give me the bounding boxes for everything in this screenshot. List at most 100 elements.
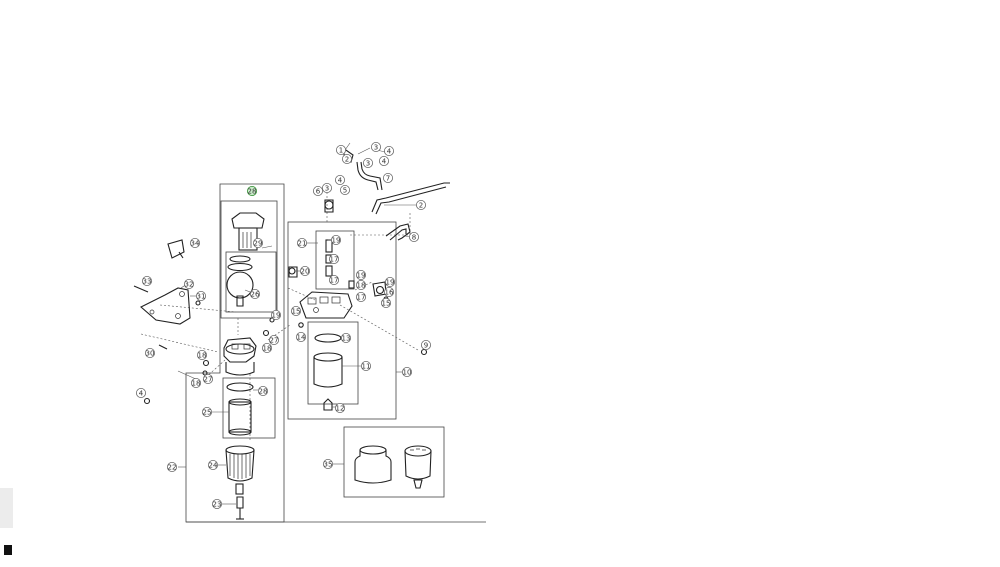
callout-circle	[296, 237, 307, 248]
filter-head-left	[223, 337, 257, 376]
callout-18: 18	[261, 342, 272, 353]
callout-number: 21	[298, 239, 307, 247]
callout-number: 32	[185, 280, 194, 288]
callout-33: 33	[141, 275, 152, 286]
water-bowl-24	[225, 445, 255, 495]
callout-23: 23	[211, 498, 222, 509]
callout-34: 34	[189, 237, 200, 248]
callout-21: 21	[296, 237, 307, 248]
callout-circle	[322, 458, 333, 469]
callout-17: 17	[328, 274, 339, 285]
callout-number: 10	[403, 368, 412, 376]
callout-circle	[383, 145, 394, 156]
callout-circle	[270, 309, 281, 320]
callout-number: 26	[251, 290, 260, 298]
callout-19: 19	[330, 234, 341, 245]
callout-circle	[196, 349, 207, 360]
callout-28: 28	[246, 185, 257, 196]
fuel-lines	[356, 161, 450, 241]
callout-number: 19	[357, 271, 366, 279]
callout-7: 7	[382, 172, 393, 183]
callout-number: 15	[292, 307, 301, 315]
callout-circle	[321, 182, 332, 193]
callout-circle	[380, 297, 391, 308]
callout-19: 19	[270, 309, 281, 320]
filter-head-right	[299, 291, 353, 319]
callout-number: 13	[342, 334, 351, 342]
callout-18: 18	[355, 279, 366, 290]
callout-circle	[183, 278, 194, 289]
pump-subassembly-box	[220, 200, 278, 319]
callout-number: 19	[386, 278, 395, 286]
callout-number: 7	[386, 174, 390, 182]
callout-number: 28	[259, 387, 268, 395]
callout-number: 24	[209, 461, 218, 469]
callout-14: 14	[295, 331, 306, 342]
callout-number: 9	[424, 341, 428, 349]
left-edge-panel	[0, 488, 13, 528]
callout-circle	[290, 305, 301, 316]
callout-9: 9	[420, 339, 431, 350]
callout-number: 4	[139, 389, 144, 397]
callout-circle	[334, 402, 345, 413]
callout-number: 4	[338, 176, 343, 184]
callout-number: 27	[204, 375, 213, 383]
callout-circle	[334, 174, 345, 185]
callout-circle	[330, 234, 341, 245]
callout-number: 16	[385, 288, 394, 296]
callout-circle	[378, 155, 389, 166]
callout-number: 3	[325, 184, 329, 192]
callout-number: 2	[345, 155, 349, 163]
callout-27: 27	[268, 334, 279, 345]
callout-circle	[202, 373, 213, 384]
filter-assembly-box-10	[287, 221, 397, 420]
callout-number: 33	[143, 277, 152, 285]
callout-circle	[249, 288, 260, 299]
callout-circle	[355, 291, 366, 302]
callout-3: 3	[362, 157, 373, 168]
callout-number: 20	[301, 267, 310, 275]
group-boxes	[185, 183, 486, 523]
element-box-11	[307, 321, 359, 405]
callout-number: 18	[192, 379, 201, 387]
callout-number: 30	[146, 349, 155, 357]
callout-number: 15	[382, 299, 391, 307]
callout-20: 20	[299, 265, 310, 276]
callout-number: 22	[168, 463, 177, 471]
callout-circle	[257, 385, 268, 396]
seal-kit-box-29	[225, 251, 277, 313]
callout-15: 15	[380, 297, 391, 308]
callout-15: 15	[290, 305, 301, 316]
fuel-line-2	[371, 182, 450, 213]
callout-number: 6	[316, 187, 321, 195]
filter-element-11	[313, 333, 343, 411]
callout-30: 30	[144, 347, 155, 358]
callout-17: 17	[328, 253, 339, 264]
callout-1: 1	[335, 144, 346, 155]
callout-number: 28	[248, 187, 257, 195]
callout-circle	[355, 279, 366, 290]
callout-circle	[383, 286, 394, 297]
callout-number: 35	[324, 460, 333, 468]
callout-circle	[190, 377, 201, 388]
callout-circle	[166, 461, 177, 472]
callout-number: 8	[412, 233, 416, 241]
callout-circle	[360, 360, 371, 371]
callout-2: 2	[415, 199, 426, 210]
callout-number: 4	[387, 147, 392, 155]
callout-circle	[415, 199, 426, 210]
callout-24: 24	[207, 459, 218, 470]
callout-35: 35	[322, 458, 333, 469]
callout-number: 19	[272, 311, 281, 319]
callout-number: 29	[254, 239, 263, 247]
callout-2: 2	[341, 153, 352, 164]
callout-19: 19	[355, 269, 366, 280]
callout-circle	[252, 237, 263, 248]
callout-number: 34	[191, 239, 200, 247]
callout-circle	[246, 185, 257, 196]
callout-circle	[207, 459, 218, 470]
callout-31: 31	[195, 290, 206, 301]
